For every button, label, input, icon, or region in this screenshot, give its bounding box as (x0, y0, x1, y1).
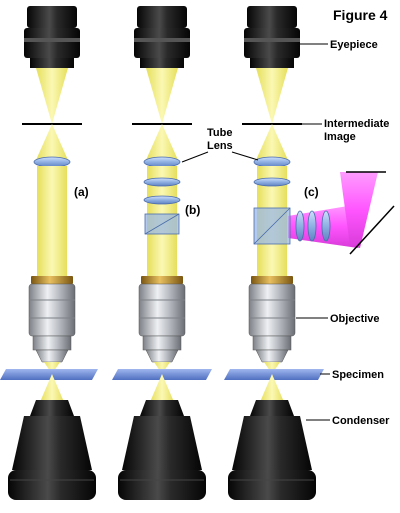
leader-tube-lens-b (181, 151, 209, 163)
label-objective: Objective (330, 313, 380, 325)
eyepiece-a (24, 6, 80, 68)
objective-b (138, 276, 186, 363)
label-intermediate-image-2: Image (324, 131, 356, 143)
eyepiece-c (244, 6, 300, 68)
figure-title: Figure 4 (333, 7, 388, 23)
condenser-b (118, 400, 206, 500)
objective-a (28, 276, 76, 363)
specimen-slide-a (0, 369, 98, 380)
condenser-c (228, 400, 316, 500)
specimen-slide-c (224, 369, 324, 380)
beam-a (37, 166, 67, 278)
objective-c (248, 276, 296, 363)
microscope-c: (c) (224, 6, 395, 500)
config-tag-a: (a) (74, 185, 89, 199)
label-intermediate-image-1: Intermediate (324, 118, 389, 130)
labels: Figure 4 Eyepiece Intermediate Image Tub… (181, 7, 390, 427)
eyepiece-b (134, 6, 190, 68)
side-port-c (288, 171, 395, 255)
label-condenser: Condenser (332, 415, 390, 427)
tube-lens-c (253, 156, 291, 168)
prism-b (144, 213, 180, 235)
optic-filter-b2 (143, 195, 181, 205)
side-mirror (349, 205, 395, 255)
microscope-a: (a) (0, 6, 98, 500)
optic-filter-c (253, 177, 291, 187)
tube-lens-a (33, 156, 71, 168)
config-tag-c: (c) (304, 185, 319, 199)
beam-splitter-cube-c (253, 207, 291, 245)
tube-lens-b (143, 156, 181, 168)
label-tube-lens-2: Lens (207, 140, 233, 152)
microscope-b: (b) (112, 6, 212, 500)
beam-cone-a (36, 68, 68, 124)
condenser-a (8, 400, 96, 500)
label-eyepiece: Eyepiece (330, 39, 378, 51)
label-specimen: Specimen (332, 369, 384, 381)
config-tag-b: (b) (185, 203, 200, 217)
label-tube-lens-1: Tube (207, 127, 232, 139)
optic-filter-b1 (143, 177, 181, 187)
leader-tube-lens-c (231, 151, 259, 161)
